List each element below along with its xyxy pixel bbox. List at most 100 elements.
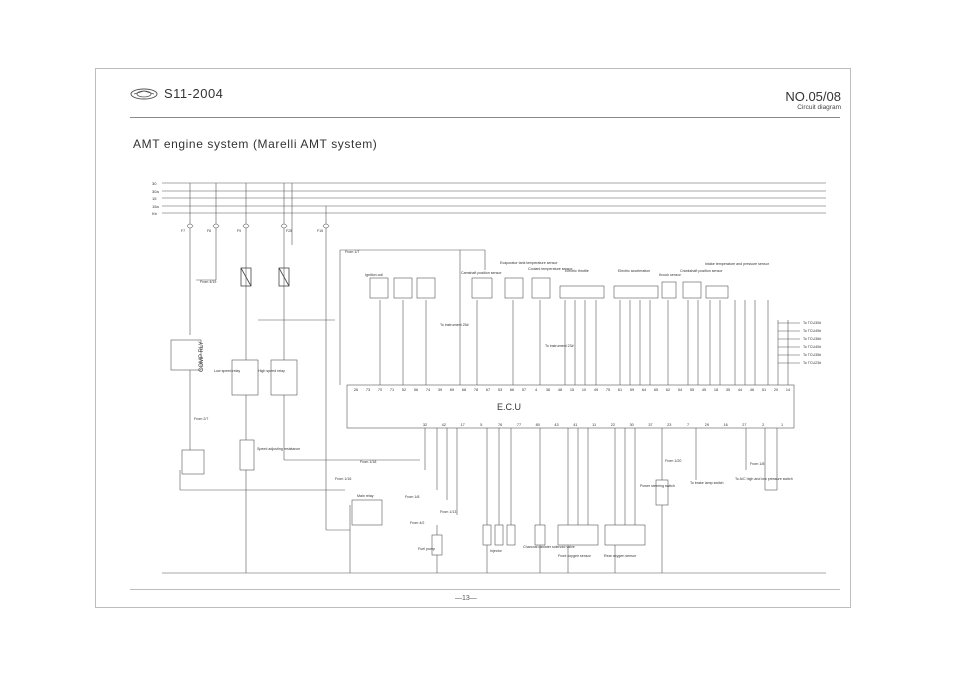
label-intake-sensor: Intake temperature and pressure sensor [705, 262, 770, 266]
label-tcu-ref: To TCU23# [803, 361, 821, 365]
label-from: From 1/7 [345, 250, 359, 254]
ecu-pin-label: 57 [522, 388, 526, 392]
ecu-pin-label: 26 [354, 388, 358, 392]
label-from: From 1/8 [750, 462, 764, 466]
label-main-relay: Main relay [357, 494, 374, 498]
label-from: From 2/7 [194, 417, 208, 421]
ecu-pin-label: 59 [630, 388, 634, 392]
ecu-pin-label: 54 [678, 388, 682, 392]
ecu-pin-label: 45 [702, 388, 706, 392]
ecu-pin-label: 44 [738, 388, 742, 392]
ecu-pin-label: 5 [480, 423, 482, 427]
ecu-pin-label: 75 [606, 388, 610, 392]
ecu-pin-label: 77 [517, 423, 521, 427]
rail-label: 15a [152, 204, 159, 209]
ecu-pin-label: 2 [762, 423, 764, 427]
label-power-steering: Power steering switch [640, 484, 675, 488]
header-model: S11-2004 [164, 86, 224, 101]
label-coolant-sensor: Coolant temperature sensor [528, 267, 573, 271]
rail-label: 15 [152, 196, 157, 201]
ecu-pin-label: 64 [642, 388, 646, 392]
label-evaporator-sensor: Evaporator tank temperature sensor [500, 261, 558, 265]
ecu-label: E.C.U [497, 402, 521, 412]
label-injector: Injector [490, 549, 503, 553]
label-camshaft-sensor: Camshaft position sensor [461, 271, 502, 275]
ecu-pin-label: 80 [536, 423, 540, 427]
label-from: From 1/20 [665, 459, 681, 463]
ecu-pin-label: 76 [498, 423, 502, 427]
fuse-label: F9 [237, 229, 241, 233]
label-speed-resistance: Speed adjusting resistance [257, 447, 300, 451]
page-title: AMT engine system (Marelli AMT system) [133, 137, 378, 151]
label-brake-lamp: To brake lamp switch [690, 481, 724, 485]
ecu-pin-label: 15 [570, 388, 574, 392]
label-tcu-ref: To TCU40# [803, 345, 821, 349]
label-tcu-ref: To TCU49# [803, 329, 821, 333]
ecu-pin-label: 20 [774, 388, 778, 392]
ecu-pin-label: 42 [442, 423, 446, 427]
ecu-pin-label: 27 [742, 423, 746, 427]
rail-label: 30a [152, 189, 159, 194]
fuse-label: F7 [181, 229, 185, 233]
label-low-speed-relay: Low speed relay [214, 369, 240, 373]
label-from: From 1/8 [405, 495, 419, 499]
label-to-instrument-b: To instrument 23# [545, 344, 574, 348]
label-comp-rly: COMP RLY [199, 341, 205, 372]
ecu-pin-label: 55 [690, 388, 694, 392]
ecu-pin-label: 65 [654, 388, 658, 392]
fuse-label: F28 [286, 229, 292, 233]
label-tcu-ref: To TCU30# [803, 321, 821, 325]
ecu-pin-label: 78 [474, 388, 478, 392]
ecu-pin-label: 22 [611, 423, 615, 427]
ecu-pin-label: 14 [786, 388, 790, 392]
label-rear-o2: Rear oxygen sensor [604, 554, 637, 558]
ecu-pin-label: 23 [667, 423, 671, 427]
page-number: —13— [455, 595, 477, 602]
ecu-pin-label: 30 [630, 423, 634, 427]
ecu-pin-label: 39 [438, 388, 442, 392]
ecu-pin-label: 71 [390, 388, 394, 392]
label-throttle: Electric throttle [565, 269, 589, 273]
ecu-pin-label: 18 [714, 388, 718, 392]
label-from: From 1/13 [440, 510, 456, 514]
ecu-pin-label: 66 [510, 388, 514, 392]
ecu-pin-label: 53 [498, 388, 502, 392]
ecu-pin-label: 32 [423, 423, 427, 427]
ecu-pin-label: 52 [402, 388, 406, 392]
label-knock-sensor: Knock sensor [659, 273, 682, 277]
ecu-pin-label: 11 [592, 423, 596, 427]
ecu-pin-label: 62 [666, 388, 670, 392]
ecu-pin-label: 36 [546, 388, 550, 392]
ecu-pin-label: 7 [687, 423, 689, 427]
ecu-pin-label: 41 [573, 423, 577, 427]
header-divider [130, 117, 840, 118]
ecu-pin-label: 37 [648, 423, 652, 427]
ecu-pin-label: 73 [366, 388, 370, 392]
ecu-pin-label: 1 [781, 423, 783, 427]
label-tcu-ref: To TCU36# [803, 337, 821, 341]
ecu-pin-label: 4 [535, 388, 537, 392]
ecu-pin-label: 46 [750, 388, 754, 392]
label-from: From 4/19 [200, 280, 216, 284]
ecu-pin-label: 69 [450, 388, 454, 392]
label-front-o2: Front oxygen sensor [558, 554, 592, 558]
ecu-pin-label: 16 [724, 423, 728, 427]
label-ignition-coil: Ignition coil [365, 273, 383, 277]
chery-logo-icon [130, 88, 158, 100]
label-canister-valve: Charcoal canister solenoid valve [523, 545, 575, 549]
ecu-pin-label: 29 [705, 423, 709, 427]
ecu-pin-label: 61 [618, 388, 622, 392]
ecu-pin-label: 43 [554, 423, 558, 427]
label-high-speed-relay: High speed relay [258, 369, 285, 373]
label-tcu-ref: To TCU35# [803, 353, 821, 357]
label-from: From 1/16 [335, 477, 351, 481]
ecu-pin-label: 51 [762, 388, 766, 392]
label-fuel-pump: Fuel pump [418, 547, 435, 551]
fuse-label: F6 [207, 229, 211, 233]
ecu-pin-label: 48 [558, 388, 562, 392]
ecu-pin-label: 70 [378, 388, 382, 392]
ecu-pin-label: 35 [726, 388, 730, 392]
fuse-label: F15 [317, 229, 323, 233]
ecu-pin-label: 17 [460, 423, 464, 427]
